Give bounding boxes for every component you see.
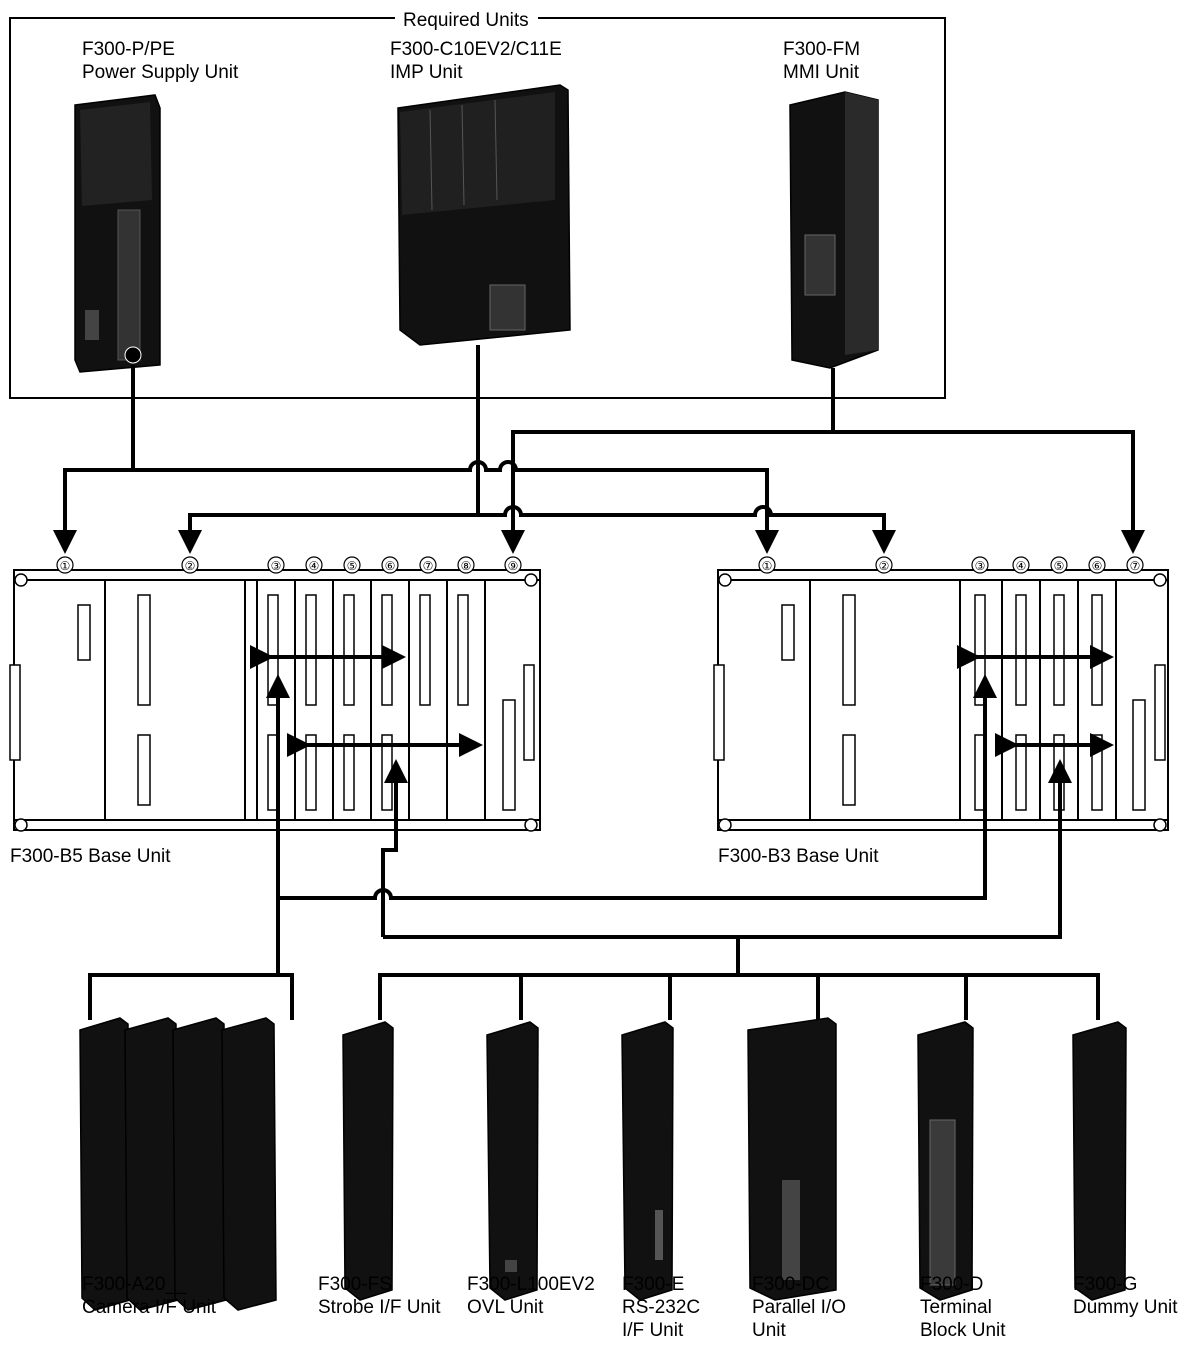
rs232c-model: F300-E <box>622 1274 684 1295</box>
b3-base-unit <box>714 570 1168 831</box>
slot-number: ⑦ <box>1130 559 1141 573</box>
required-unit-labels: F300-P/PE Power Supply Unit F300-C10EV2/… <box>82 39 860 83</box>
camera-if-model: F300-A20__ <box>82 1274 187 1295</box>
terminal-block-unit-image <box>918 1022 973 1300</box>
slot-number: ⑦ <box>423 559 434 573</box>
ovl-model: F300-L100EV2 <box>467 1274 595 1295</box>
camera-if-unit-image <box>80 1018 276 1310</box>
power-supply-model: F300-P/PE <box>82 39 175 60</box>
mmi-unit-image <box>790 92 878 368</box>
b3-base-unit-label: F300-B3 Base Unit <box>718 846 879 867</box>
terminal-block-model: F300-D <box>920 1274 983 1295</box>
slot-number: ⑥ <box>385 559 396 573</box>
parallel-io-unit-image <box>748 1018 836 1300</box>
b5-base-unit <box>10 570 540 831</box>
strobe-if-name: Strobe I/F Unit <box>318 1297 441 1318</box>
required-units-label: Required Units <box>403 10 529 31</box>
parallel-io-name-line2: Unit <box>752 1320 787 1341</box>
rs232c-name-line2: I/F Unit <box>622 1320 684 1341</box>
slot-number: ④ <box>309 559 320 573</box>
power-supply-name: Power Supply Unit <box>82 62 239 83</box>
imp-unit-image <box>398 85 570 345</box>
b5-base-unit-label: F300-B5 Base Unit <box>10 846 171 867</box>
slot-number: ⑤ <box>1054 559 1065 573</box>
slot-number: ⑨ <box>508 559 519 573</box>
rs232c-if-unit-image <box>622 1022 673 1300</box>
slot-number: ③ <box>271 559 282 573</box>
rs232c-name-line1: RS-232C <box>622 1297 700 1318</box>
required-unit-wiring <box>65 345 1133 548</box>
camera-if-name: Camera I/F Unit <box>82 1297 217 1318</box>
power-supply-unit-image <box>75 95 160 372</box>
slot-number: ② <box>185 559 196 573</box>
slot-number: ⑤ <box>347 559 358 573</box>
parallel-io-model: F300-DC <box>752 1274 829 1295</box>
ovl-name: OVL Unit <box>467 1297 544 1318</box>
slot-number: ⑧ <box>461 559 472 573</box>
mmi-unit-name: MMI Unit <box>783 62 860 83</box>
slot-number: ③ <box>975 559 986 573</box>
dummy-unit-name: Dummy Unit <box>1073 1297 1178 1318</box>
imp-unit-model: F300-C10EV2/C11E <box>390 39 562 60</box>
imp-unit-name: IMP Unit <box>390 62 463 83</box>
slot-number: ④ <box>1016 559 1027 573</box>
slot-number: ① <box>762 559 773 573</box>
strobe-if-model: F300-FS <box>318 1274 392 1295</box>
mmi-unit-model: F300-FM <box>783 39 860 60</box>
terminal-block-name-line1: Terminal <box>920 1297 992 1318</box>
dummy-unit-model: F300-G <box>1073 1274 1137 1295</box>
slot-number: ② <box>879 559 890 573</box>
parallel-io-name-line1: Parallel I/O <box>752 1297 846 1318</box>
slot-number: ① <box>60 559 71 573</box>
ovl-unit-image <box>487 1022 538 1300</box>
strobe-if-unit-image <box>343 1022 393 1300</box>
terminal-block-name-line2: Block Unit <box>920 1320 1006 1341</box>
slot-number: ⑥ <box>1092 559 1103 573</box>
dummy-unit-image <box>1073 1022 1126 1300</box>
